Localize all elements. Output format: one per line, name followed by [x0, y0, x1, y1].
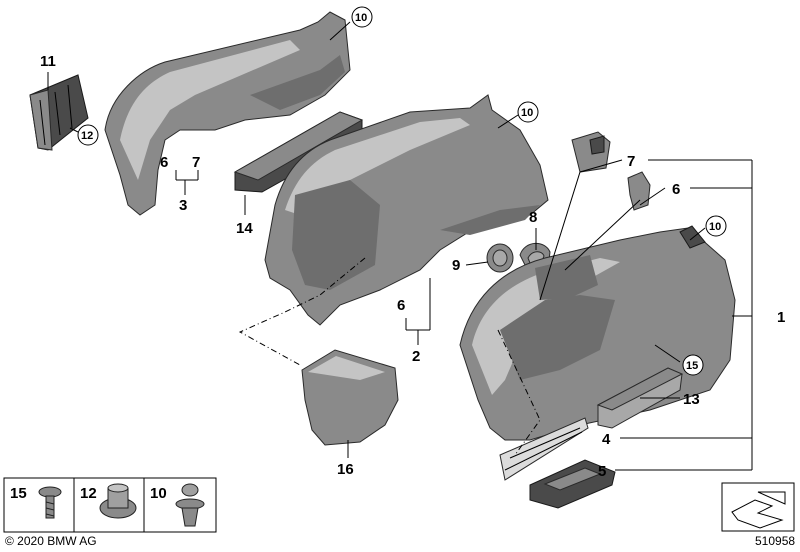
part-7-cover-small: [571, 131, 611, 173]
copyright-text: © 2020 BMW AG: [5, 534, 97, 548]
circled-callout-15: 15: [682, 354, 704, 376]
callout-8: 8: [529, 209, 537, 226]
part-14-foam-block: [233, 111, 364, 193]
svg-text:15: 15: [686, 360, 698, 372]
callout-3: 3: [179, 197, 187, 214]
arrow-icon: [731, 491, 786, 529]
callout-5: 5: [598, 463, 606, 480]
part-9-grommet: [486, 243, 514, 273]
part-4-net: [499, 417, 589, 481]
callout-4: 4: [602, 431, 611, 448]
callout-6-middle: 6: [397, 297, 405, 314]
svg-text:10: 10: [521, 107, 533, 119]
callout-1: 1: [777, 309, 785, 326]
part-6-bracket-small: [627, 171, 651, 211]
screw-15-icon: [38, 486, 62, 519]
circled-callout-10-top: 10: [351, 6, 373, 28]
diagram-number: 510958: [755, 534, 795, 548]
callout-7-right: 7: [627, 153, 635, 170]
callout-6-right: 6: [672, 181, 680, 198]
legend-12: 12: [80, 485, 97, 502]
part-3-side-trim-upper: [104, 11, 351, 216]
part-2-side-trim-middle: [264, 94, 549, 326]
legend-15: 15: [10, 485, 27, 502]
svg-text:10: 10: [355, 12, 367, 24]
legend-10: 10: [150, 485, 167, 502]
part-16-cover-panel: [301, 349, 399, 446]
callout-2: 2: [412, 348, 420, 365]
circled-callout-12: 12: [77, 124, 99, 146]
callout-6-left: 6: [160, 154, 168, 171]
circled-callout-10-right: 10: [705, 215, 727, 237]
callout-13: 13: [683, 391, 700, 408]
circled-callout-10-middle: 10: [517, 101, 539, 123]
leader-lines: [47, 21, 753, 471]
callout-14: 14: [236, 220, 253, 237]
direction-symbol: [721, 482, 795, 532]
svg-text:12: 12: [81, 130, 93, 142]
callout-9: 9: [452, 257, 460, 274]
callout-7-left: 7: [192, 154, 200, 171]
clip-10-icon: [175, 483, 205, 527]
callout-16: 16: [337, 461, 354, 478]
svg-text:10: 10: [709, 221, 721, 233]
part-11-bracket: [29, 74, 89, 151]
nut-12-icon: [99, 483, 137, 519]
callout-11: 11: [40, 53, 56, 70]
part-5-mat: [529, 459, 616, 509]
fastener-legend: 15 12 10: [3, 477, 217, 533]
